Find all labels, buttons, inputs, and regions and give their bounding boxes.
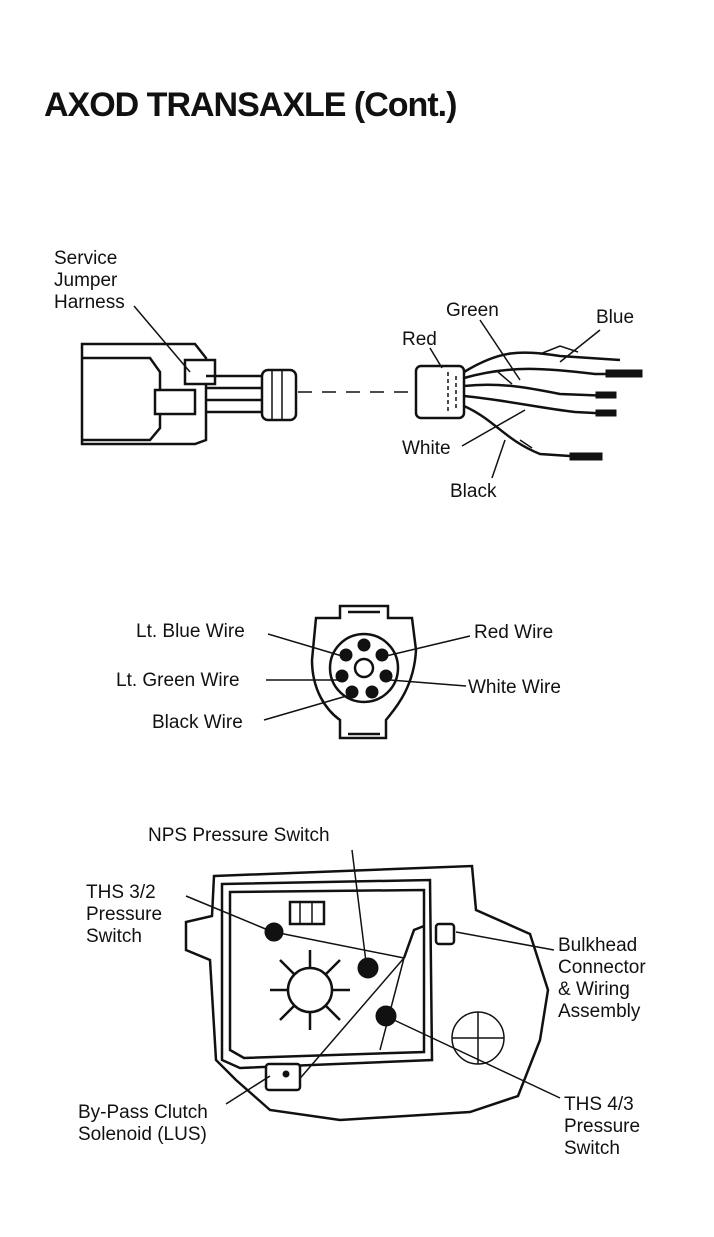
leader-red-wire [385, 635, 471, 657]
label-ths-3-2: THS 3/2 Pressure Switch [86, 882, 163, 947]
leader-red [429, 347, 443, 369]
page-title: AXOD TRANSAXLE (Cont.) [44, 86, 457, 124]
label-service-jumper-harness: Service Jumper Harness [54, 248, 125, 313]
label-bypass-clutch-solenoid: By-Pass Clutch Solenoid (LUS) [78, 1102, 208, 1145]
leader-nps [351, 849, 367, 963]
label-white-wire: White Wire [468, 677, 561, 698]
leader-green [479, 319, 521, 381]
leader-ths32 [185, 895, 269, 931]
leader-harness [133, 305, 191, 373]
label-black-wire: Black Wire [152, 712, 243, 733]
leader-ths43 [393, 1019, 561, 1099]
spider-gear [270, 950, 350, 1030]
label-lt-blue-wire: Lt. Blue Wire [136, 621, 245, 642]
leader-blue [559, 329, 601, 363]
leader-white [461, 409, 526, 447]
leader-lt-blue [267, 633, 343, 657]
leader-white-wire [389, 679, 467, 687]
valve-body [184, 864, 550, 1122]
label-white: White [402, 438, 451, 459]
label-nps-pressure-switch: NPS Pressure Switch [148, 825, 330, 846]
leader-black-wire [263, 694, 351, 721]
jumper-harness-plug [80, 342, 298, 446]
connector-face [310, 604, 418, 740]
label-green: Green [446, 300, 499, 321]
leader-black [491, 439, 506, 479]
leader-bulkhead [455, 931, 555, 951]
label-red: Red [402, 329, 437, 350]
label-blue: Blue [596, 307, 635, 328]
label-bulkhead-connector: Bulkhead Connector & Wiring Assembly [558, 935, 646, 1022]
label-ths-4-3: THS 4/3 Pressure Switch [564, 1094, 641, 1159]
label-black: Black [450, 481, 497, 502]
leader-bypass [225, 1075, 271, 1105]
label-red-wire: Red Wire [474, 622, 554, 643]
label-lt-green-wire: Lt. Green Wire [116, 670, 240, 691]
